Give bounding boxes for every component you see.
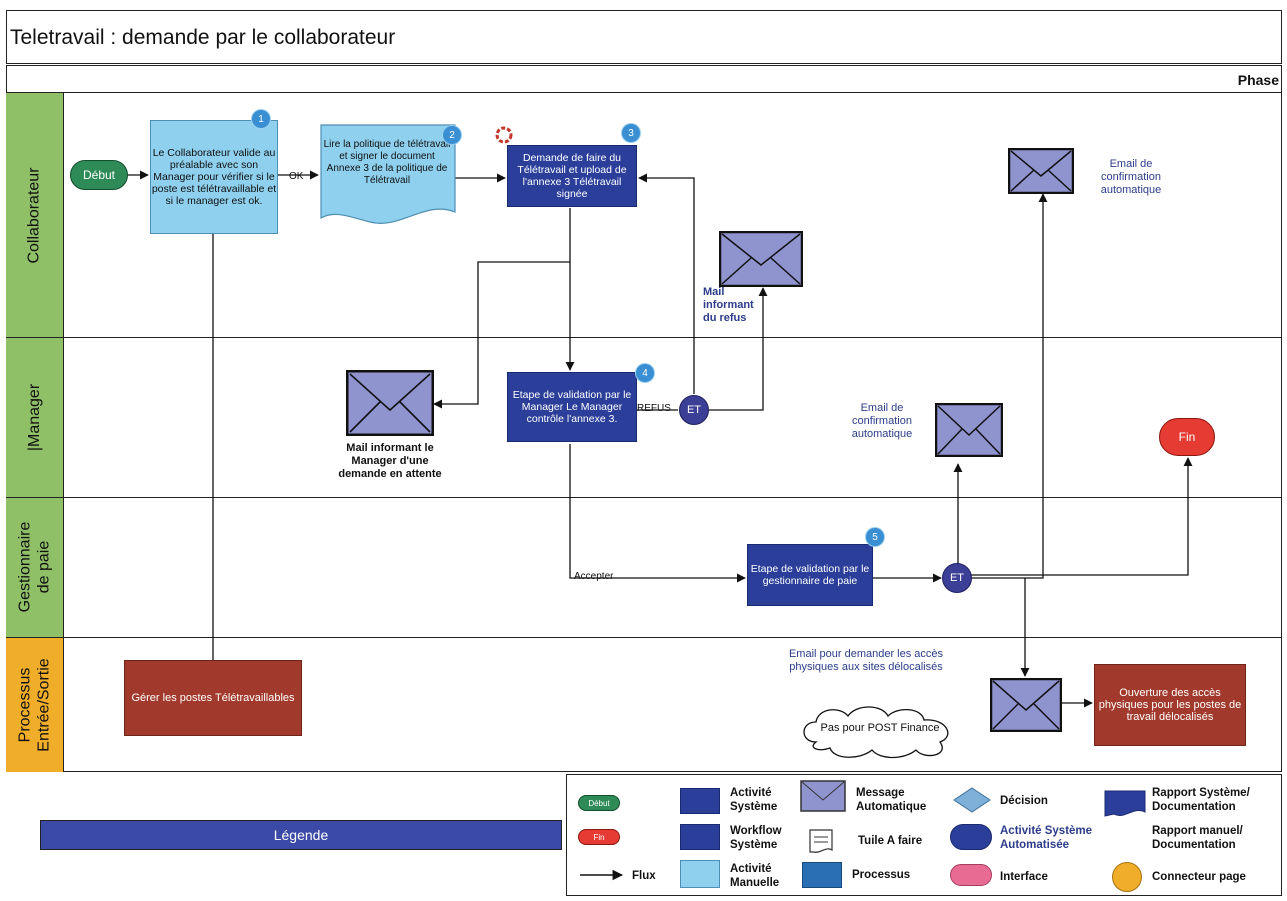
mail-refus-label: Mail informant du refus (703, 286, 754, 324)
legend-workflow-label: Workflow Système (730, 825, 782, 851)
workflow-gear-icon (495, 126, 513, 144)
legend-connector-label: Connecteur page (1152, 871, 1246, 883)
legend-system-activity-label: Activité Système (730, 787, 778, 813)
title-bar (6, 10, 1282, 64)
gateway-et-refus: ET (679, 395, 709, 425)
gateway-et-accept: ET (942, 563, 972, 593)
legend-auto-activity-label: Activité Système Automatisée (1000, 825, 1093, 851)
legend-auto-activity-icon (950, 824, 992, 850)
legend-manual-activity-label: Activité Manuelle (730, 863, 780, 889)
lane-header-processus: Processus Entrée/Sortie (6, 637, 64, 772)
step-4-manager-validation: Etape de validation par le Manager Le Ma… (507, 372, 637, 442)
legend-report-icon (1104, 790, 1146, 817)
step-5-payroll-validation: Etape de validation par le gestionnaire … (747, 544, 873, 606)
legend-report-system-label: Rapport Système/ Documentation (1152, 787, 1250, 813)
legend-decision-label: Décision (1000, 795, 1048, 807)
phase-row (6, 65, 1282, 93)
email-acces-label: Email pour demander les accès physiques … (788, 648, 944, 673)
flow-label-accepter: Accepter (574, 571, 614, 582)
legend-interface-icon (950, 864, 992, 886)
email-confirm-manager-label: Email de confirmation automatique (851, 402, 913, 440)
legend-system-activity-icon (680, 788, 720, 814)
legend-report-manual-label: Rapport manuel/ Documentation (1152, 825, 1243, 851)
lane-divider (6, 337, 1282, 338)
legend-message-label: Message Automatique (856, 787, 927, 813)
process-gerer-postes: Gérer les postes Télétravaillables (124, 660, 302, 736)
flow-label-ok: OK (289, 171, 304, 182)
legend-flux-arrow-icon (580, 869, 624, 881)
legend-panel (566, 774, 1282, 896)
legend-envelope-icon (800, 780, 846, 812)
legend-end-icon: Fin (578, 829, 620, 845)
step-badge: 4 (636, 364, 654, 382)
legend-decision-icon (953, 787, 991, 813)
envelope-icon (1008, 148, 1074, 194)
legend-connector-icon (1112, 862, 1142, 892)
cloud-note-text: Pas pour POST Finance (820, 722, 940, 734)
step-badge: 1 (252, 110, 270, 128)
step-badge: 3 (622, 124, 640, 142)
cloud-note-shape (803, 706, 949, 759)
mail-manager-label: Mail informant le Manager d'une demande … (338, 442, 442, 480)
start-node: Début (70, 160, 128, 190)
legend-tile-icon (809, 829, 833, 853)
step-2-read-policy: Lire la politique de télétravail et sign… (323, 139, 451, 186)
lane-divider (6, 637, 1282, 638)
legend-manual-activity-icon (680, 860, 720, 888)
step-3-telework-request: Demande de faire du Télétravail et uploa… (507, 145, 637, 207)
envelope-icon (346, 370, 434, 436)
step-2-document-shape (320, 124, 456, 224)
step-badge: 5 (866, 528, 884, 546)
legend-workflow-icon (680, 824, 720, 850)
end-node: Fin (1159, 418, 1215, 456)
step-badge: 2 (443, 126, 461, 144)
envelope-icon (719, 231, 803, 287)
step-1-collab-validation: Le Collaborateur valide au préalable ave… (150, 120, 278, 234)
legend-process-icon (802, 862, 842, 888)
legend-interface-label: Interface (1000, 871, 1048, 883)
legend-start-icon: Début (578, 795, 620, 811)
flow-label-refus: REFUS (637, 403, 671, 414)
lane-divider (6, 497, 1282, 498)
lane-header-manager: |Manager (6, 337, 64, 497)
legend-flux-label: Flux (632, 870, 656, 882)
legend-title: Légende (40, 820, 562, 850)
legend-process-label: Processus (852, 869, 911, 881)
diagram-title: Teletravail : demande par le collaborate… (10, 26, 396, 49)
process-ouverture-acces: Ouverture des accès physiques pour les p… (1094, 664, 1246, 746)
phase-label: Phase (1237, 72, 1279, 88)
envelope-icon (990, 678, 1062, 732)
legend-tile-label: Tuile A faire (858, 835, 923, 847)
envelope-icon (935, 403, 1003, 457)
lane-header-gestionnaire: Gestionnaire de paie (6, 497, 64, 637)
lane-header-collaborateur: Collaborateur (6, 93, 64, 337)
email-confirm-collab-label: Email de confirmation automatique (1100, 158, 1162, 196)
